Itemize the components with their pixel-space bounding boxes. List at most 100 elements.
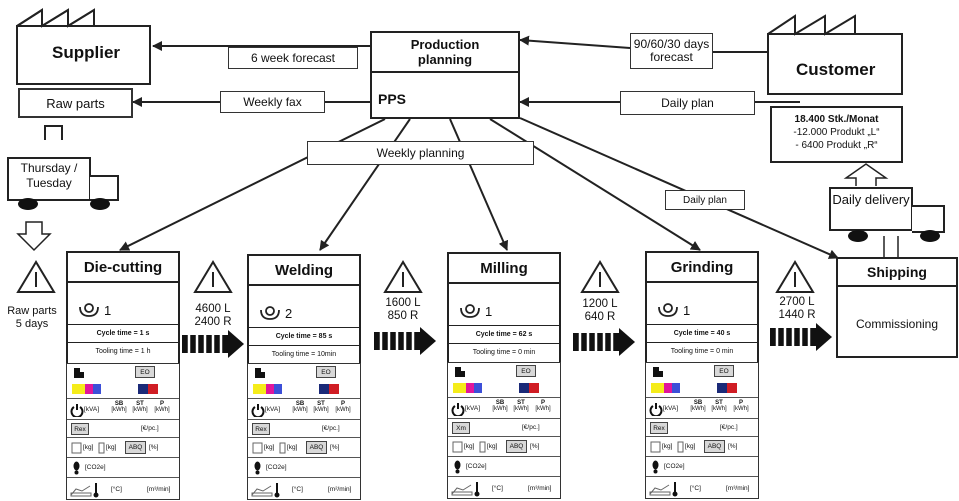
coolant-icon (649, 484, 671, 496)
temperature-unit: [°C] (111, 486, 122, 493)
footprint-icon (254, 461, 261, 475)
tooling-time: Tooling time = 1 h (95, 347, 151, 355)
cycle-time: Cycle time = 85 s (249, 328, 359, 346)
row-co2: [CO2e] (248, 457, 360, 477)
row-colors (448, 380, 560, 397)
flow-unit: [m³/min] (528, 485, 552, 492)
percent-unit: [%] (728, 443, 738, 450)
customer-truck-icon (829, 163, 945, 258)
operator-icon (79, 303, 99, 317)
row-machine: EO (646, 363, 758, 380)
footprint-icon (652, 460, 659, 474)
bottle-icon (98, 442, 105, 454)
flow-unit: [m³/min] (147, 486, 171, 493)
row-co2: [CO2e] (67, 457, 179, 477)
abq-chip: ABQ (306, 441, 327, 454)
p-label: P[kWh] (535, 400, 551, 412)
power-icon (251, 404, 265, 417)
row-colors (67, 381, 179, 398)
operator-row: 1 (68, 283, 178, 325)
weekly-planning-label: Weekly planning (307, 141, 534, 165)
p-label: P[kWh] (154, 401, 170, 413)
thermometer-icon (274, 483, 280, 498)
coolant-icon (451, 484, 473, 496)
kva-label: [kVA] (265, 406, 281, 413)
process-title: Milling (449, 254, 559, 284)
customer-daily-plan-label: Daily plan (620, 91, 755, 115)
customer-forecast-label: 90/60/30 days forecast (630, 33, 713, 69)
shipping-box: Shipping Commissioning (836, 257, 958, 358)
six-week-forecast-label: 6 week forecast (228, 47, 358, 69)
push-arrows (182, 323, 832, 358)
temperature-unit: [°C] (292, 486, 303, 493)
abq-chip: ABQ (704, 440, 725, 453)
operator-icon (658, 303, 678, 317)
power-icon (70, 404, 84, 417)
machine-icon (455, 367, 465, 377)
resource-panel-2: EO [kVA] SB[kWh] ST[kWh] P[kWh] Rex [€/p… (247, 363, 361, 500)
row-power: [kVA] SB[kWh] ST[kWh] P[kWh] (248, 398, 360, 419)
eo-chip: EO (516, 365, 536, 377)
operator-icon (260, 306, 280, 320)
media-color-icon (253, 384, 339, 394)
kva-label: [kVA] (663, 405, 679, 412)
delivery-arrow-icon (16, 221, 52, 252)
row-machine: EO (67, 364, 179, 381)
weight-unit-2: [kg] (287, 444, 298, 451)
resource-panel-3: EO [kVA] SB[kWh] ST[kWh] P[kWh] Xm [€/pc… (447, 362, 561, 499)
p-label: P[kWh] (335, 401, 351, 413)
row-weights: [kg] [kg] ABQ [%] (448, 436, 560, 456)
cycle-time: Cycle time = 62 s (449, 326, 559, 344)
bottle-icon (479, 441, 486, 453)
row-colors (248, 381, 360, 398)
operator-row: 2 (249, 286, 359, 328)
st-label: ST[kWh] (132, 401, 148, 413)
row-coolant: [°C] [m³/min] (646, 476, 758, 500)
footprint-icon (454, 460, 461, 474)
scale-icon (650, 441, 661, 453)
operator-row: 1 (647, 283, 757, 325)
power-icon (451, 403, 465, 416)
row-coolant: [°C] [m³/min] (67, 477, 179, 501)
supplier-truck-icon (7, 157, 119, 210)
grinding-daily-plan-label: Daily plan (665, 190, 745, 210)
row-cost: Rex [€/pc.] (646, 418, 758, 436)
customer-name: Customer (796, 60, 876, 79)
weight-unit-1: [kg] (662, 443, 673, 450)
cycle-time: Cycle time = 1 s (68, 325, 178, 343)
thermometer-icon (672, 482, 678, 497)
temperature-unit: [°C] (492, 485, 503, 492)
rex-chip: Rex (252, 423, 270, 435)
sb-label: SB[kWh] (690, 400, 706, 412)
eo-chip: EO (135, 366, 155, 378)
row-cost: Rex [€/pc.] (248, 419, 360, 437)
supplier-factory-icon (16, 8, 151, 85)
percent-unit: [%] (530, 443, 540, 450)
row-coolant: [°C] [m³/min] (448, 476, 560, 500)
operator-icon (460, 304, 480, 318)
st-label: ST[kWh] (711, 400, 727, 412)
power-icon (649, 403, 663, 416)
cost-unit: [€/pc.] (522, 424, 540, 431)
shipping-body: Commissioning (855, 317, 939, 331)
row-cost: Xm [€/pc.] (448, 418, 560, 436)
raw-parts-box: Raw parts (18, 88, 133, 118)
production-planning-box: Production planning PPS (370, 31, 520, 119)
media-color-icon (72, 384, 158, 394)
flow-unit: [m²/min] (328, 486, 352, 493)
operator-count: 1 (104, 303, 112, 318)
row-power: [kVA] SB[kWh] ST[kWh] P[kWh] (67, 398, 179, 419)
co2-unit: [CO2e] (664, 463, 685, 470)
weight-unit-1: [kg] (83, 444, 94, 451)
weight-unit-1: [kg] (264, 444, 275, 451)
machine-icon (255, 368, 265, 378)
row-cost: Rex [€/pc.] (67, 419, 179, 437)
demand-total: 18.400 Stk./Monat (794, 114, 879, 125)
flow-unit: [m³/min] (726, 485, 750, 492)
cost-unit: [€/pc.] (322, 425, 340, 432)
row-machine: EO (248, 364, 360, 381)
temperature-unit: [°C] (690, 485, 701, 492)
co2-unit: [CO2e] (466, 463, 487, 470)
